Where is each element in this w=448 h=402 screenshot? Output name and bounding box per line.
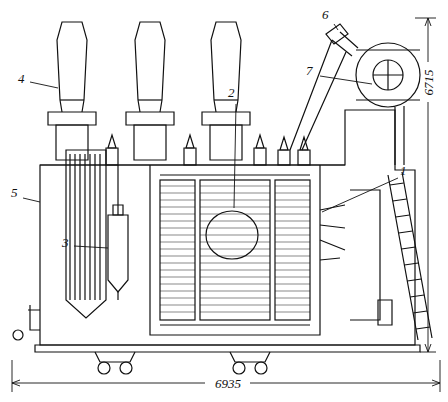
dimension-lines <box>12 18 440 392</box>
breather <box>326 24 348 44</box>
drain-valve <box>13 330 23 340</box>
radiator <box>66 150 106 318</box>
box <box>378 300 392 325</box>
callout-number: 5 <box>11 186 18 199</box>
oil-pipe <box>290 40 346 150</box>
regulator <box>350 190 380 320</box>
filter-pipe <box>117 165 118 300</box>
tap-changer <box>206 211 258 259</box>
thermosiphon-filter <box>108 215 128 292</box>
callout-number: 4 <box>18 72 25 85</box>
conservator <box>356 43 420 107</box>
dimension-label: 6715 <box>422 69 435 95</box>
conservator-band <box>356 50 420 100</box>
conservator-cross <box>373 60 403 90</box>
conservator-end <box>373 60 403 90</box>
dimension-label: 6935 <box>213 377 243 390</box>
ladder-rungs <box>390 183 430 329</box>
valve <box>113 205 123 215</box>
yoke <box>160 175 310 325</box>
windings <box>160 180 310 320</box>
callout-number: 6 <box>322 8 329 21</box>
small-bushings <box>106 135 310 165</box>
bushing <box>202 22 250 160</box>
conservator-support <box>395 106 404 165</box>
wheels <box>95 352 270 374</box>
bushing <box>126 22 174 160</box>
callout-number: 7 <box>306 64 313 77</box>
leads <box>320 205 345 260</box>
base-frame <box>35 345 420 352</box>
radiator-tubes <box>70 154 100 300</box>
bushing <box>48 22 96 160</box>
tank-outline <box>40 110 415 345</box>
leader-lines <box>23 24 398 248</box>
callout-number: 3 <box>62 236 69 249</box>
callout-number: 2 <box>228 86 235 99</box>
core-frame <box>150 165 320 335</box>
ladder <box>388 172 432 340</box>
valve-left <box>28 305 40 330</box>
callout-number: 1 <box>400 164 407 177</box>
